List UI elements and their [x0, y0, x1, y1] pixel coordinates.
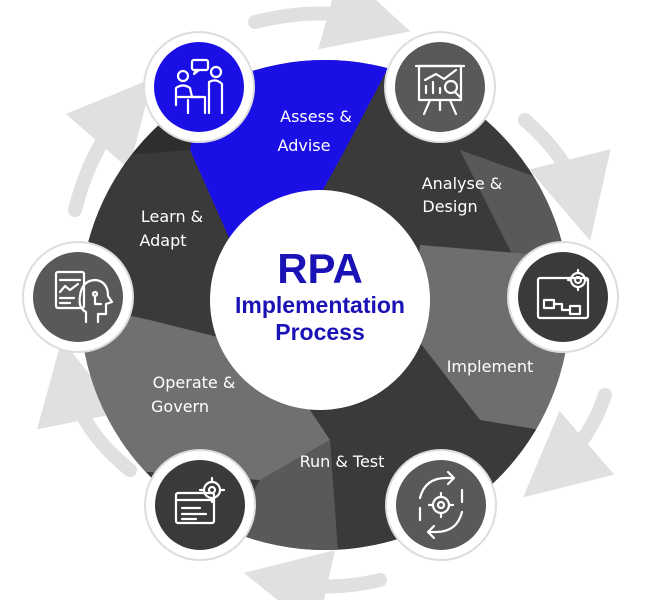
step-label-learn-line2: Adapt: [139, 231, 186, 250]
step-label-learn-line1: Learn &: [141, 207, 203, 226]
cycle-gear-icon: [418, 470, 464, 540]
step-node-analyse: [384, 31, 496, 143]
cycle-arrow-bottom-right: [523, 388, 615, 498]
step-label-operate-line2: Govern: [151, 397, 209, 416]
cycle-arrow-bottom-left: [37, 338, 137, 477]
step-node-assess: [143, 31, 255, 143]
center-title-implementation: Implementation: [235, 292, 405, 318]
presentation-chart-icon: [414, 64, 466, 116]
cycle-arrows: [37, 0, 615, 600]
browser-gear-icon: [174, 476, 226, 525]
consultation-icon: [174, 58, 224, 115]
step-node-learn: [22, 241, 134, 353]
cycle-arrow-top-right: [518, 113, 611, 241]
segment-operate-govern: [80, 300, 330, 480]
step-label-analyse-line1: Analyse &: [422, 174, 503, 193]
step-node-operate: [144, 449, 256, 561]
step-label-assess-line1: Assess &: [280, 107, 352, 126]
center-circle: [210, 190, 430, 410]
step-node-implement: [507, 241, 619, 353]
ai-head-report-icon: [54, 270, 114, 324]
cycle-arrow-bottom: [243, 550, 387, 600]
center-title-rpa: RPA: [277, 245, 363, 292]
step-label-assess-line2: Advise: [278, 136, 331, 155]
workflow-gear-icon: [536, 268, 590, 320]
center-title-process: Process: [275, 319, 365, 345]
cycle-arrow-top-left: [65, 78, 153, 217]
step-label-implement: Implement: [447, 357, 534, 376]
step-node-run-test: [385, 449, 497, 561]
cycle-arrow-top: [248, 0, 411, 50]
step-label-run-test: Run & Test: [300, 452, 385, 471]
step-label-operate-line1: Operate &: [153, 373, 236, 392]
step-label-analyse-line2: Design: [422, 197, 477, 216]
